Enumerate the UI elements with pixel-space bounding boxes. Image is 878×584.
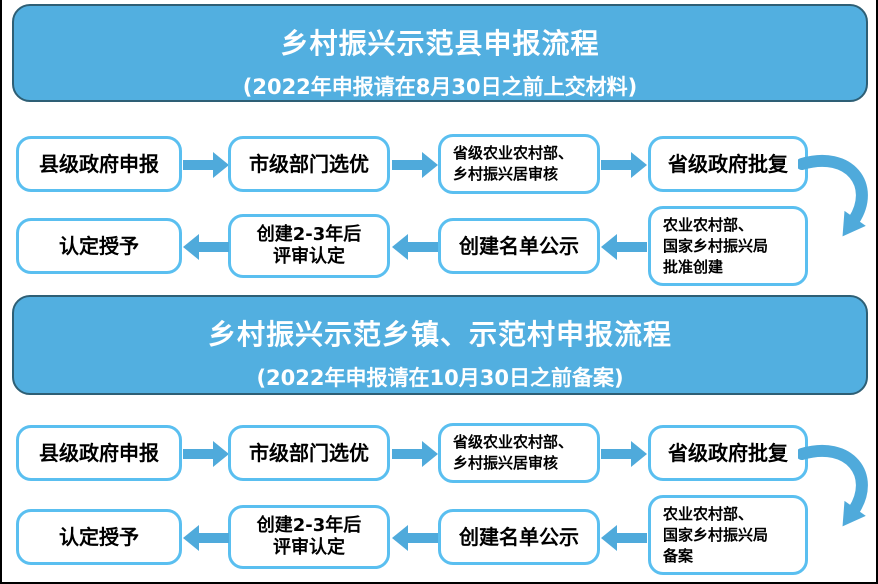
arrow-head — [601, 234, 617, 260]
step-label: 农业农村部、 国家乡村振兴局 备案 — [663, 504, 769, 565]
arrow-head — [601, 525, 617, 551]
arrow-head — [213, 152, 229, 178]
s1-step-city-dept-select: 市级部门选优 — [228, 136, 390, 192]
arrow-head — [213, 441, 229, 467]
step-label: 省级政府批复 — [668, 440, 788, 465]
s2-step-provincial-review: 省级农业农村部、 乡村振兴居审核 — [438, 423, 600, 483]
arrow-head — [183, 525, 199, 551]
arrow-right-icon — [183, 441, 229, 467]
arrow-shaft — [616, 242, 647, 252]
arrow-shaft — [601, 160, 632, 170]
arrow-shaft — [392, 449, 423, 459]
arrow-head — [392, 234, 408, 260]
arrow-right-icon — [183, 152, 229, 178]
arrow-right-icon — [601, 152, 647, 178]
arrow-left-icon — [183, 234, 229, 260]
arrow-shaft — [183, 160, 214, 170]
arrow-head — [392, 525, 408, 551]
arrow-left-icon — [601, 525, 647, 551]
step-label: 认定授予 — [59, 233, 139, 258]
arrow-left-icon — [392, 234, 438, 260]
s1-step-certification-award: 认定授予 — [16, 218, 182, 274]
step-label: 创建2-3年后 评审认定 — [256, 514, 362, 559]
s1-step-county-gov-apply: 县级政府申报 — [16, 136, 182, 192]
step-label: 县级政府申报 — [39, 151, 159, 176]
step-label: 市级部门选优 — [249, 151, 369, 176]
step-label: 省级农业农村部、 乡村振兴居审核 — [453, 144, 574, 183]
arrow-shaft — [392, 160, 423, 170]
arrow-right-icon — [392, 441, 438, 467]
arrow-shaft — [601, 449, 632, 459]
arrow-head — [631, 441, 647, 467]
arrow-shaft — [407, 533, 438, 543]
step-label: 创建2-3年后 评审认定 — [256, 223, 362, 268]
s1-header-banner: 乡村振兴示范县申报流程 (2022年申报请在8月30日之前上交材料) — [12, 4, 868, 102]
s1-deadline-note: (2022年申报请在8月30日之前上交材料) — [242, 75, 638, 99]
s2-step-national-record-filing: 农业农村部、 国家乡村振兴局 备案 — [648, 495, 808, 575]
arrow-left-icon — [183, 525, 229, 551]
arrow-head — [183, 234, 199, 260]
s1-step-review-after-2-3-years: 创建2-3年后 评审认定 — [228, 214, 390, 278]
s1-step-national-approve-create: 农业农村部、 国家乡村振兴局 批准创建 — [648, 206, 808, 286]
step-label: 市级部门选优 — [249, 440, 369, 465]
step-label: 创建名单公示 — [459, 524, 579, 549]
arrow-left-icon — [392, 525, 438, 551]
step-label: 认定授予 — [59, 524, 139, 549]
s2-title: 乡村振兴示范乡镇、示范村申报流程 — [207, 318, 672, 351]
arrow-shaft — [198, 533, 229, 543]
step-label: 省级政府批复 — [668, 151, 788, 176]
arrow-shaft — [407, 242, 438, 252]
s1-step-create-list-publicity: 创建名单公示 — [438, 218, 600, 274]
s1-step-provincial-review: 省级农业农村部、 乡村振兴居审核 — [438, 134, 600, 194]
s1-step-provincial-gov-approve: 省级政府批复 — [648, 136, 808, 192]
arrow-right-icon — [392, 152, 438, 178]
s2-deadline-note: (2022年申报请在10月30日之前备案) — [256, 366, 624, 390]
s2-step-review-after-2-3-years: 创建2-3年后 评审认定 — [228, 505, 390, 569]
arrow-shaft — [198, 242, 229, 252]
s2-step-create-list-publicity: 创建名单公示 — [438, 509, 600, 565]
arrow-shaft — [183, 449, 214, 459]
curved-down-arrow-icon — [798, 444, 868, 527]
arrow-head — [631, 152, 647, 178]
s2-step-provincial-gov-approve: 省级政府批复 — [648, 425, 808, 481]
step-label: 县级政府申报 — [39, 440, 159, 465]
s2-step-certification-award: 认定授予 — [16, 509, 182, 565]
s2-header-banner: 乡村振兴示范乡镇、示范村申报流程 (2022年申报请在10月30日之前备案) — [12, 295, 868, 395]
arrow-left-icon — [601, 234, 647, 260]
step-label: 创建名单公示 — [459, 233, 579, 258]
step-label: 省级农业农村部、 乡村振兴居审核 — [453, 433, 574, 472]
arrow-right-icon — [601, 441, 647, 467]
s1-title: 乡村振兴示范县申报流程 — [280, 27, 600, 60]
arrow-head — [422, 441, 438, 467]
s2-step-city-dept-select: 市级部门选优 — [228, 425, 390, 481]
arrow-shaft — [616, 533, 647, 543]
s2-step-county-gov-apply: 县级政府申报 — [16, 425, 182, 481]
step-label: 农业农村部、 国家乡村振兴局 批准创建 — [663, 215, 769, 276]
arrow-head — [422, 152, 438, 178]
curved-down-arrow-icon — [798, 154, 868, 237]
